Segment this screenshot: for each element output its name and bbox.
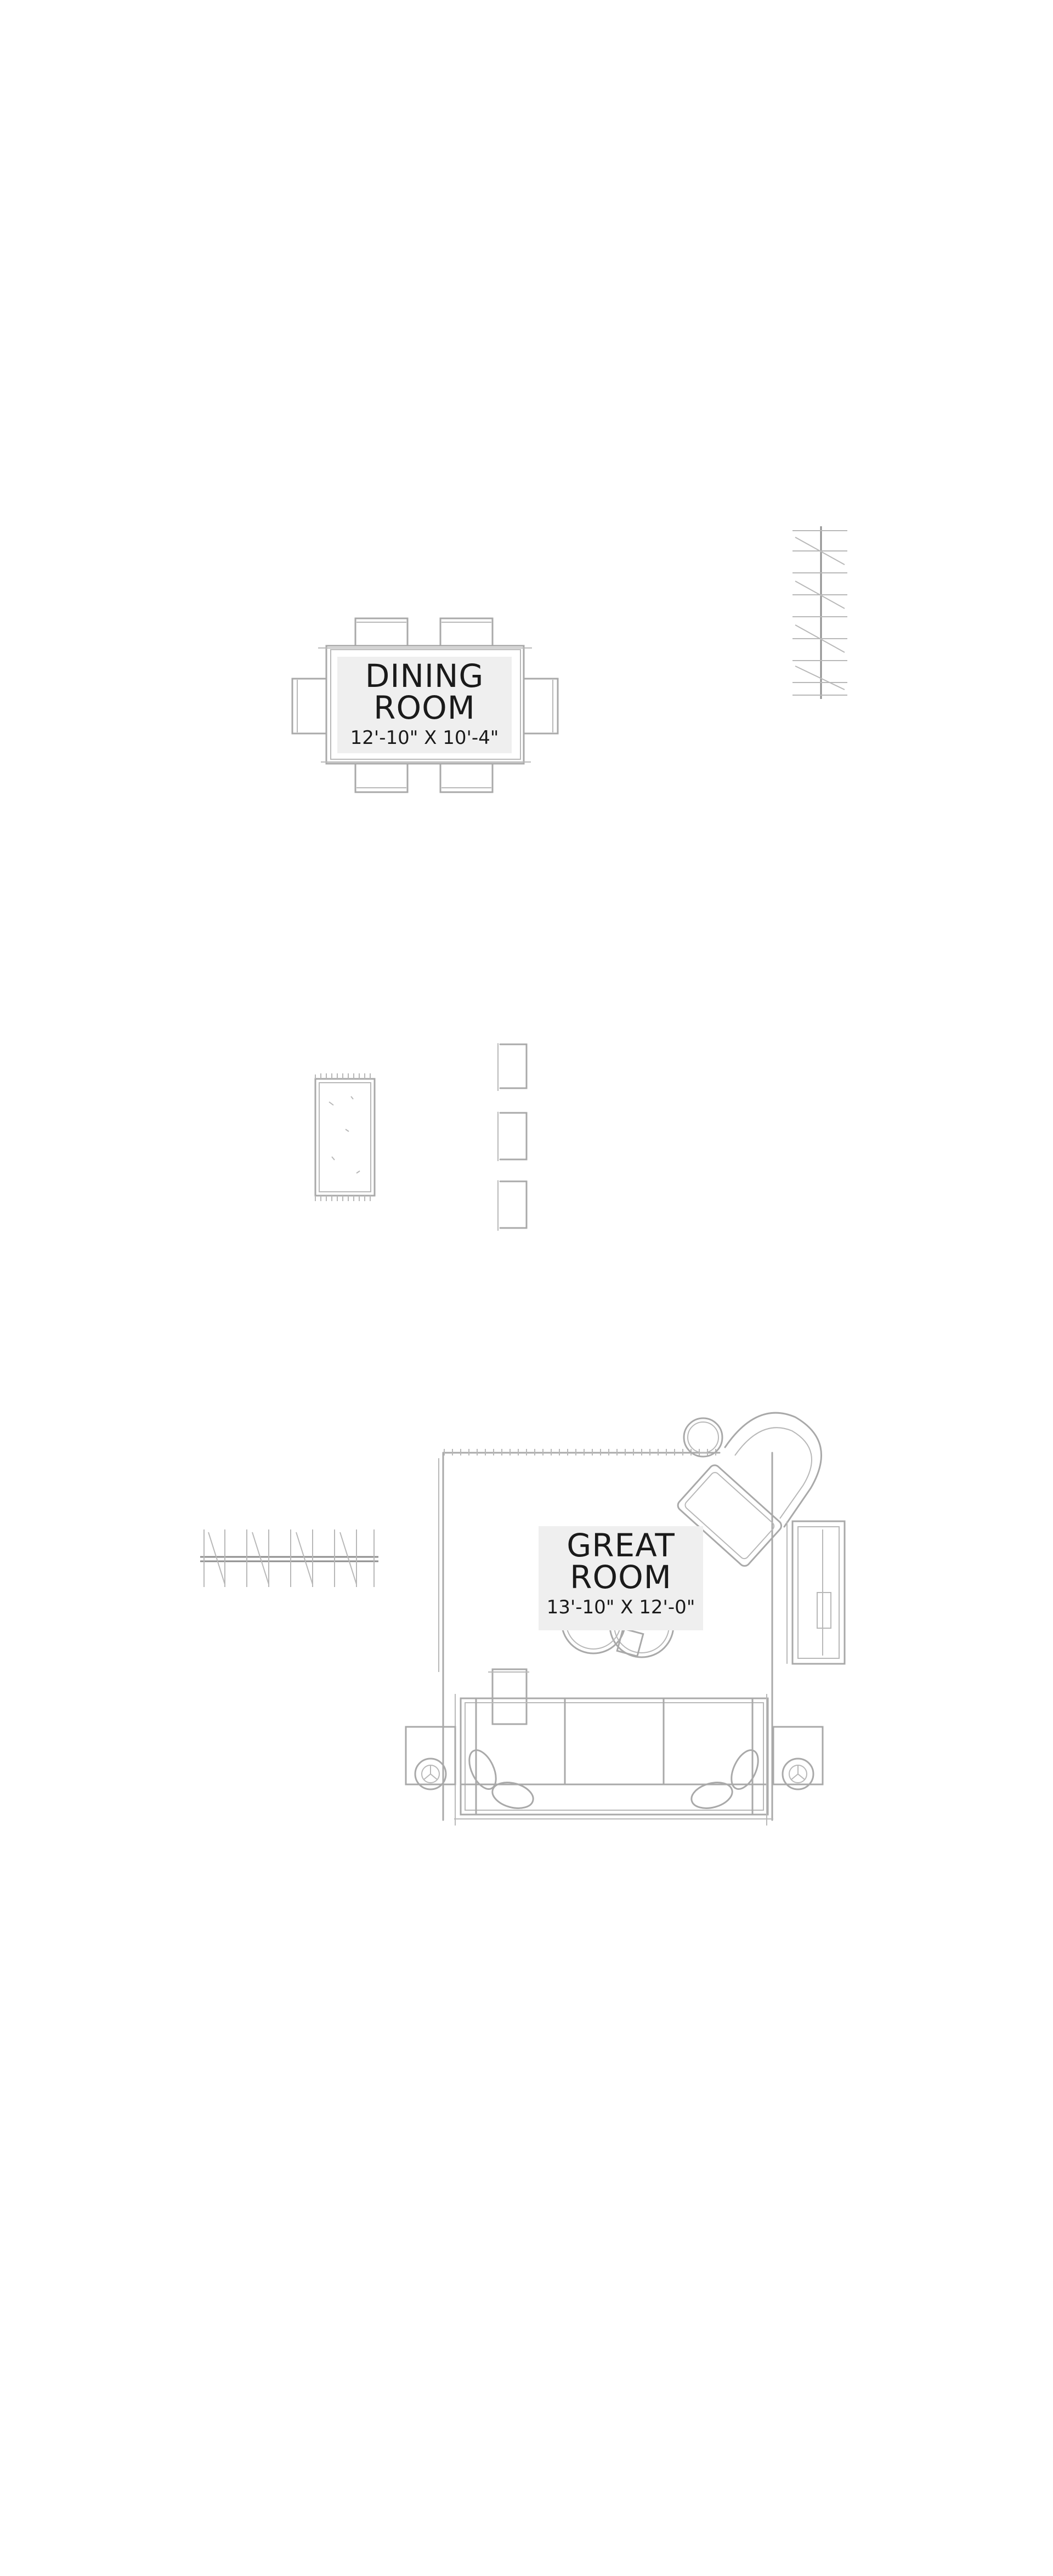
rug-icon bbox=[314, 1073, 376, 1201]
dining-room-label: DINING ROOM 12'-10" X 10'-4" bbox=[337, 657, 512, 753]
great-room-walls bbox=[438, 1449, 773, 1821]
fireplace-icon bbox=[786, 1520, 846, 1665]
window-icon bbox=[792, 526, 847, 699]
armchair-icon bbox=[677, 1412, 822, 1567]
lamp-icon bbox=[683, 1417, 723, 1458]
room-name-line2: ROOM bbox=[373, 689, 475, 726]
window-icon bbox=[200, 1529, 378, 1587]
stool-icon bbox=[497, 1043, 528, 1231]
lamp-icon bbox=[405, 1726, 824, 1790]
room-name-line2: ROOM bbox=[570, 1559, 672, 1596]
room-dimensions: 12'-10" X 10'-4" bbox=[350, 727, 499, 749]
sofa-icon bbox=[454, 1694, 773, 1826]
pillow-icon bbox=[468, 1749, 759, 1809]
room-dimensions: 13'-10" X 12'-0" bbox=[546, 1596, 695, 1618]
great-room-label: GREAT ROOM 13'-10" X 12'-0" bbox=[539, 1526, 703, 1630]
side-table-icon bbox=[488, 1668, 529, 1725]
chair-icon bbox=[291, 617, 559, 793]
room-name-line1: DINING bbox=[365, 657, 484, 695]
room-name-line1: GREAT bbox=[567, 1527, 675, 1564]
